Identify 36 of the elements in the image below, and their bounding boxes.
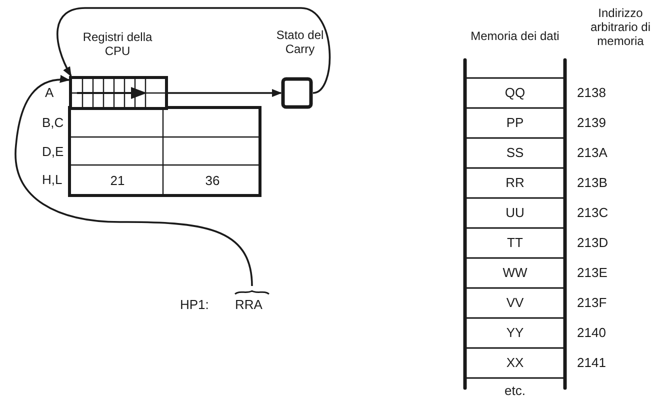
block-heading: Stato del Carry	[275, 28, 325, 56]
memory-address: 213F	[577, 296, 608, 310]
memory-address: 213D	[577, 236, 610, 250]
side-label: A	[45, 86, 54, 100]
memory-value: XX	[505, 356, 525, 370]
continuation-text: etc.	[504, 384, 526, 398]
memory-address: 2138	[577, 86, 607, 100]
memory-address: 2140	[577, 326, 607, 340]
register-value: 21	[109, 174, 126, 188]
memory-value: YY	[505, 326, 525, 340]
register-name: H,L	[42, 173, 64, 187]
memory-value: QQ	[504, 86, 526, 100]
memory-value: UU	[504, 206, 526, 220]
register-name: D,E	[42, 145, 65, 159]
memory-address: 2139	[577, 116, 607, 130]
memory-value: RR	[504, 176, 526, 190]
column-heading: Memoria dei dati	[470, 29, 560, 43]
memory-value: VV	[505, 296, 525, 310]
memory-address: 213B	[577, 176, 608, 190]
memory-address: 213E	[577, 266, 608, 280]
memory-address: 213C	[577, 206, 610, 220]
memory-value: TT	[506, 236, 524, 250]
memory-value: PP	[505, 116, 525, 130]
arrow	[56, 7, 330, 94]
instruction-mnemonic: RRA	[235, 298, 262, 312]
memory-value: WW	[502, 266, 528, 280]
arrow	[168, 89, 282, 97]
register-name: B,C	[42, 116, 65, 130]
arrow	[14, 76, 253, 286]
column-heading: Indirizzo arbitrario di memoria	[589, 6, 652, 48]
register-value: 36	[204, 174, 221, 188]
memory-address: 2141	[577, 356, 607, 370]
memory-value: SS	[505, 146, 525, 160]
side-label: HP1:	[180, 298, 209, 312]
block-heading: Registri della CPU	[82, 30, 154, 58]
memory-address: 213A	[577, 146, 608, 160]
